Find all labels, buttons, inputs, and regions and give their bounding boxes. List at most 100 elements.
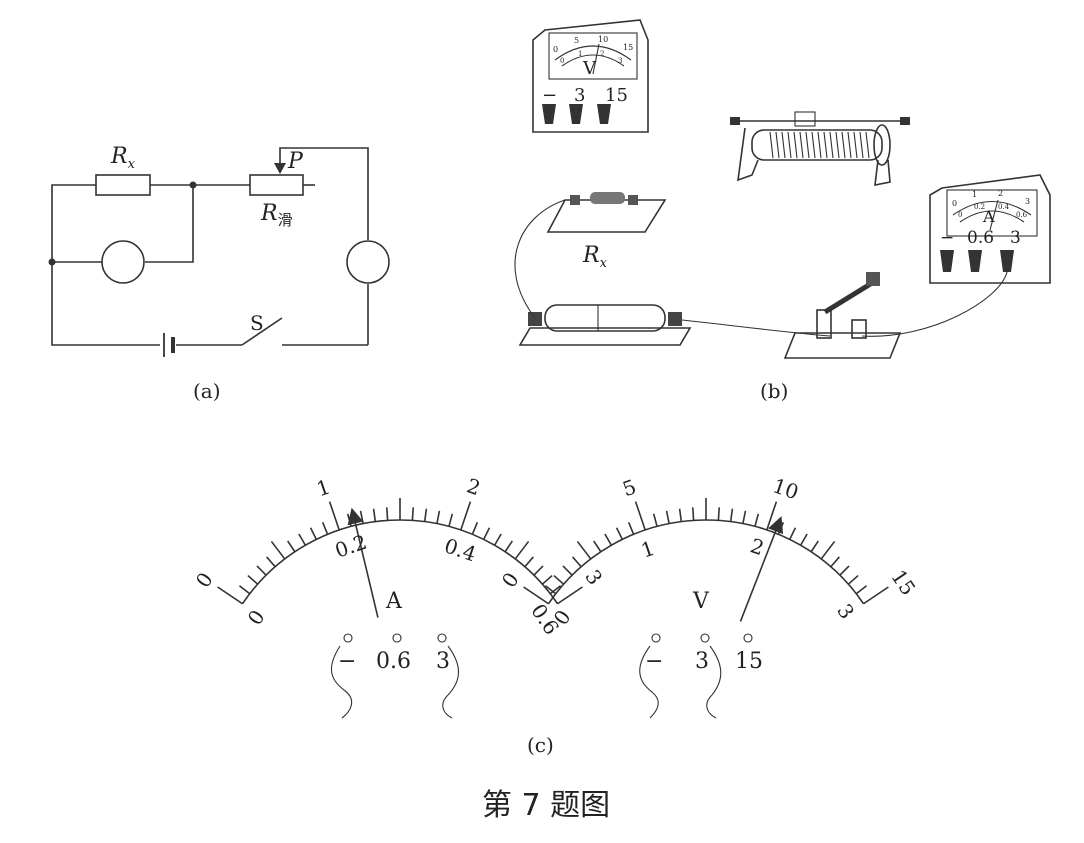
junction-dot-left bbox=[48, 258, 56, 266]
voltmeter-tick bbox=[830, 556, 840, 568]
voltmeter-needle-arrowhead bbox=[768, 516, 784, 535]
ammeter-tick bbox=[423, 508, 428, 522]
ammeter-tick bbox=[298, 533, 307, 546]
slider-p-label: P bbox=[287, 149, 304, 174]
ammeter-outer-label-3: 3 bbox=[580, 565, 607, 589]
voltmeter-device: 0 5 10 15 0 1 2 3 V − 3 15 bbox=[532, 19, 649, 133]
ammeter-scale-0: 0 bbox=[952, 199, 957, 208]
rheostat-device bbox=[730, 111, 910, 187]
wire-switch-to-ammeter bbox=[861, 271, 1008, 337]
switch-blade bbox=[241, 317, 283, 346]
voltmeter-tick bbox=[788, 527, 797, 540]
voltmeter-tick bbox=[615, 527, 624, 540]
ammeter-terminal-3: 3 bbox=[436, 649, 450, 674]
ammeter-tick bbox=[533, 565, 544, 576]
coil-winding bbox=[805, 131, 810, 159]
ammeter-tick bbox=[238, 585, 251, 595]
voltmeter-tick-marks bbox=[523, 498, 889, 605]
ammeter-scale-2: 2 bbox=[998, 189, 1003, 198]
ammeter-needle bbox=[352, 513, 379, 618]
voltmeter-terminal-minus: − bbox=[645, 649, 663, 674]
coil-winding bbox=[835, 131, 840, 159]
coil-winding bbox=[811, 131, 816, 159]
ammeter-tick bbox=[448, 513, 454, 527]
ammeter-scale-1: 1 bbox=[972, 190, 977, 199]
ammeter-inner-02: 0.2 bbox=[974, 203, 985, 211]
ammeter-dial-letter: A bbox=[385, 589, 403, 614]
ammeter-inner-06: 0.6 bbox=[1016, 211, 1028, 219]
rheostat-body bbox=[249, 174, 304, 196]
ammeter-tick bbox=[514, 540, 530, 560]
rx-board-label: Rx bbox=[582, 243, 608, 271]
ammeter-tick bbox=[482, 527, 491, 540]
ammeter-tick bbox=[549, 585, 562, 595]
figure-title: 第 7 题图 bbox=[482, 788, 610, 823]
wire-rx-to-battery bbox=[514, 199, 566, 319]
switch-label: S bbox=[250, 311, 264, 335]
voltmeter-inner-label-3: 3 bbox=[832, 599, 859, 623]
rx-label: Rx bbox=[110, 144, 136, 172]
apparatus-illustration: 0 5 10 15 0 1 2 3 V − 3 15 bbox=[514, 19, 1051, 403]
circuit-schematic: Rx P R滑 S (a) bbox=[48, 144, 390, 403]
voltmeter-tick bbox=[592, 540, 602, 553]
voltmeter-tick bbox=[691, 507, 695, 521]
caption-c: (c) bbox=[527, 733, 554, 757]
voltmeter-outer-label-2: 10 bbox=[770, 473, 802, 504]
ammeter-tick bbox=[471, 522, 479, 535]
meter-circle-right bbox=[346, 240, 390, 284]
coil-winding bbox=[865, 131, 870, 159]
ammeter-terminal-06: 0.6 bbox=[376, 649, 411, 674]
voltmeter-tick bbox=[863, 586, 889, 605]
voltmeter-tick bbox=[665, 510, 670, 524]
voltmeter-needle bbox=[739, 521, 781, 622]
coil-winding bbox=[853, 131, 858, 159]
voltmeter-tick bbox=[729, 508, 734, 522]
voltmeter-dial-letter: V bbox=[692, 589, 710, 614]
wire-slider-to-right bbox=[279, 147, 369, 240]
coil-winding bbox=[775, 131, 780, 159]
caption-b: (b) bbox=[760, 379, 788, 403]
voltmeter-tick bbox=[604, 533, 613, 546]
battery-holder bbox=[518, 304, 692, 346]
ammeter-tick bbox=[385, 507, 389, 521]
voltmeter-tick bbox=[572, 556, 582, 568]
voltmeter-tick bbox=[576, 540, 592, 560]
voltmeter-terminal-15: 15 bbox=[735, 649, 763, 674]
ammeter-tick bbox=[557, 586, 583, 605]
rheostat-label: R滑 bbox=[260, 201, 293, 229]
voltmeter-tick bbox=[766, 501, 778, 531]
voltmeter-inner-2: 2 bbox=[600, 50, 604, 58]
slider-arrow-icon bbox=[274, 163, 286, 174]
ammeter-tick bbox=[541, 574, 553, 585]
voltmeter-tick bbox=[799, 533, 808, 546]
ammeter-outer-label-2: 2 bbox=[464, 473, 484, 500]
voltmeter-tick bbox=[820, 540, 836, 560]
voltmeter-tick bbox=[754, 513, 760, 527]
junction-dot-right bbox=[189, 181, 197, 189]
voltmeter-outer-label-1: 5 bbox=[619, 474, 639, 501]
ammeter-term-3: 3 bbox=[1010, 228, 1021, 248]
coil-winding bbox=[841, 131, 846, 159]
ammeter-lead-right bbox=[442, 645, 460, 719]
voltmeter-scale-0: 0 bbox=[553, 45, 558, 54]
ammeter-term-minus: − bbox=[940, 228, 954, 248]
rx-resistor bbox=[95, 174, 151, 196]
ammeter-tick bbox=[504, 540, 514, 553]
voltmeter-lead-left bbox=[639, 645, 659, 719]
ammeter-term-06: 0.6 bbox=[967, 228, 994, 248]
voltmeter-scale-10: 10 bbox=[598, 35, 608, 44]
voltmeter-tick bbox=[847, 574, 859, 585]
voltmeter-tick bbox=[839, 565, 850, 576]
ammeter-inner-label-2: 0.4 bbox=[441, 533, 479, 566]
ammeter-inner-0: 0 bbox=[958, 211, 962, 219]
voltmeter-tick bbox=[523, 586, 549, 605]
voltmeter-tick bbox=[553, 574, 565, 585]
voltmeter-tick bbox=[634, 501, 646, 531]
ammeter-device: 0 1 2 3 0 0.2 0.4 0.6 A − 0.6 3 bbox=[929, 174, 1051, 284]
voltmeter-lead-right bbox=[706, 645, 722, 719]
meter-circle-left bbox=[101, 240, 145, 284]
coil-winding bbox=[793, 131, 798, 159]
ammeter-tick bbox=[266, 556, 276, 568]
wire-battery-to-switch bbox=[681, 319, 831, 337]
